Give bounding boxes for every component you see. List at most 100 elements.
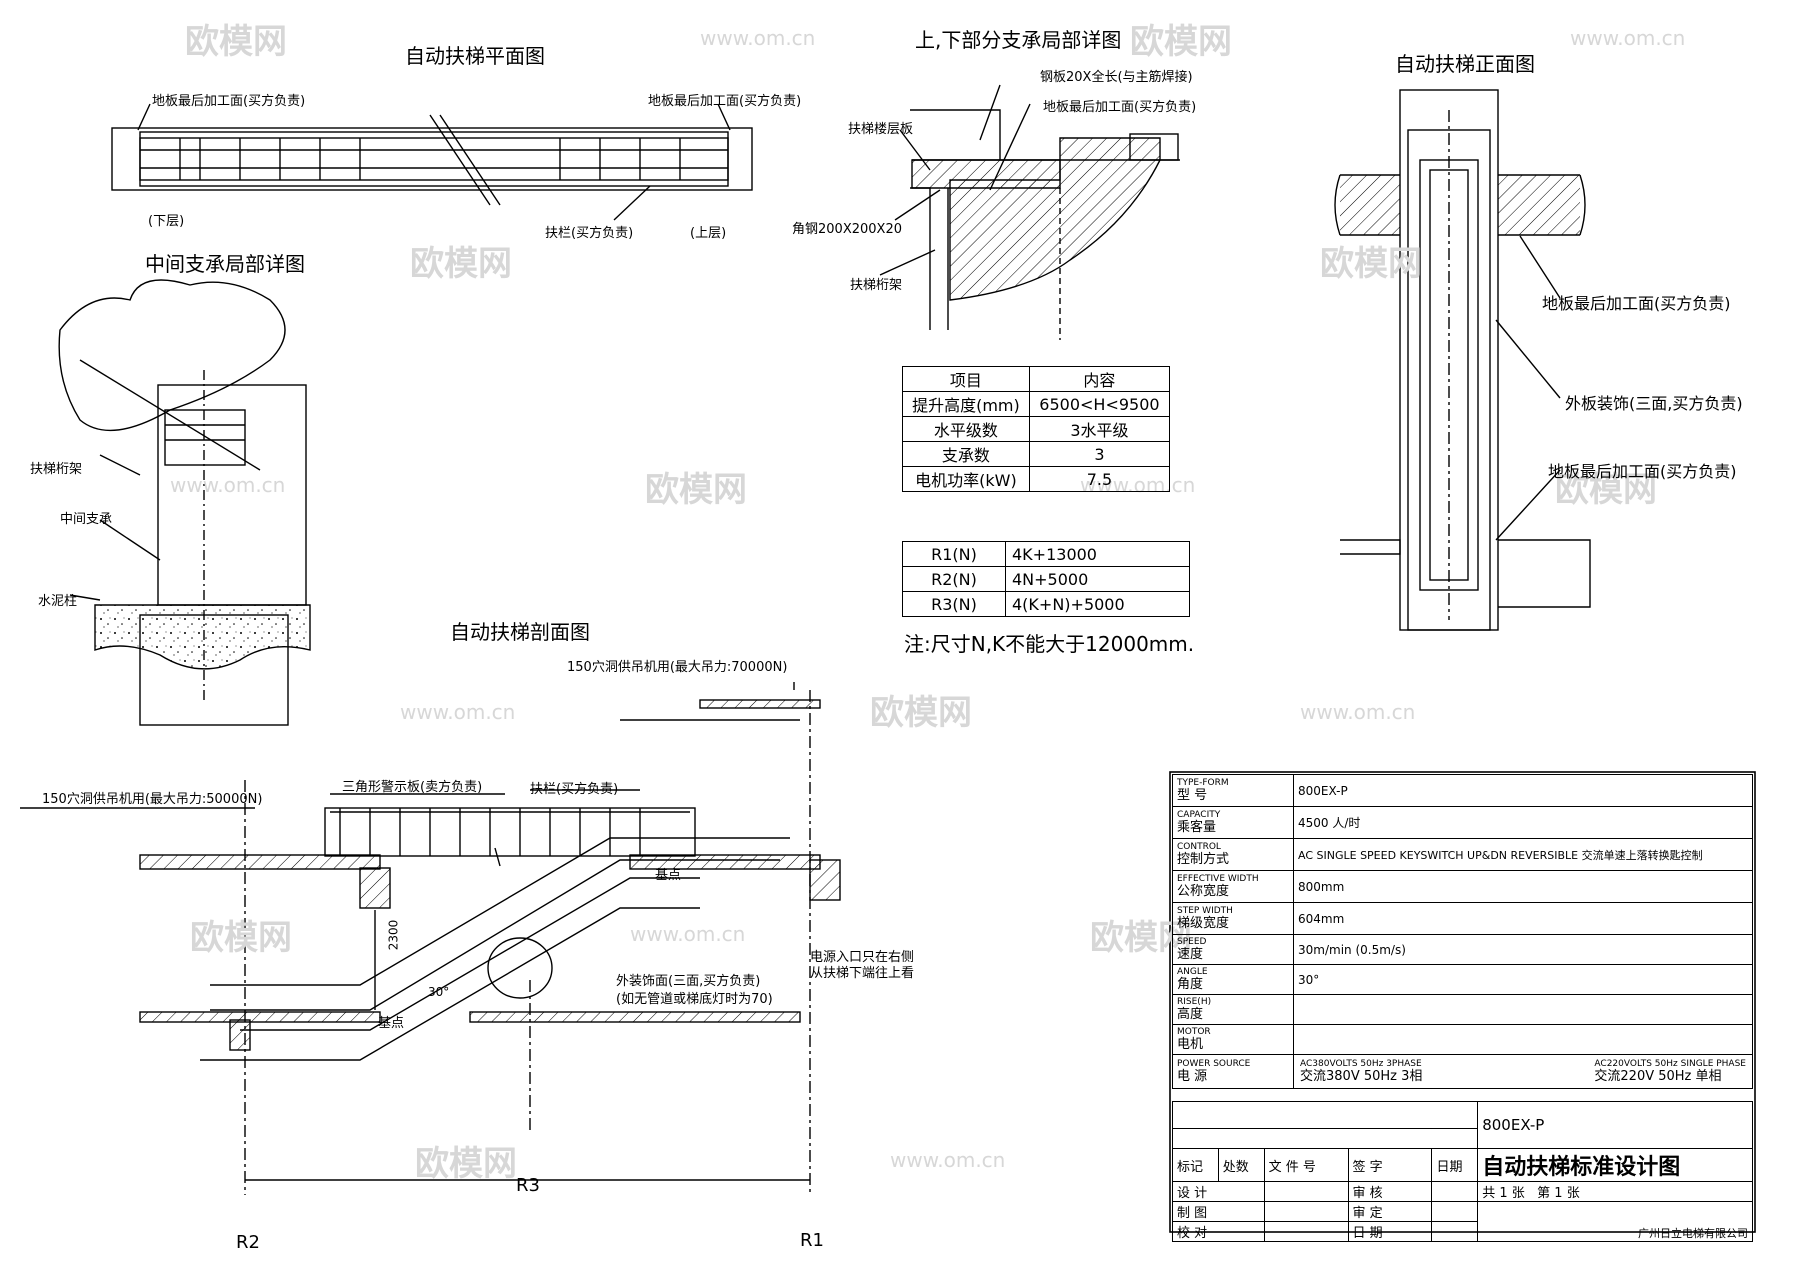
middle-support-detail [58,279,311,726]
tb-en-label: STEP WIDTH [1177,906,1233,916]
tb-cn-label: 角度 [1177,977,1204,992]
tb-en-label: TYPE-FORM [1177,778,1229,788]
reaction-r2-label: R2 [236,1232,260,1253]
tb-cn-label: 型 号 [1177,788,1208,803]
dimension-note: 注:尺寸N,K不能大于12000mm. [904,632,1195,656]
spec-cell: 电机功率(kW) [902,466,1030,492]
watermark-url: www.om.cn [170,473,286,497]
tb-en-label: ANGLE [1177,967,1208,977]
tb-sign-role: 制 图 [1172,1201,1265,1222]
tb-sheet-total: 共 1 张 [1482,1186,1525,1201]
tb-cn-label: 乘客量 [1177,820,1217,835]
front-view-title: 自动扶梯正面图 [1395,52,1535,76]
plan-view [111,103,753,221]
watermark-url: www.om.cn [1570,26,1686,50]
tb-en-label: POWER SOURCE [1177,1059,1251,1069]
reaction-cell: R2(N) [902,566,1006,592]
front-view [1334,89,1591,631]
watermark-url: www.om.cn [700,26,816,50]
tb-rev-header: 标记 [1172,1148,1219,1182]
tb-drawing-name: 自动扶梯标准设计图 [1477,1148,1753,1182]
plan-floor-label-left: 地板最后加工面(买方负责) [152,94,306,109]
spec-cell: 水平级数 [902,416,1030,442]
tb-en-label: EFFECTIVE WIDTH [1177,874,1259,884]
base-point-top-label: 基点 [655,868,682,883]
angle-30-label: 30° [428,985,450,999]
tb-rev-header: 日期 [1431,1148,1479,1182]
reaction-r1-label: R1 [800,1230,824,1251]
watermark-logo: 欧模网 [870,693,972,733]
reaction-r3-label: R3 [516,1175,540,1196]
tb-sign-role: 审 核 [1347,1181,1433,1202]
front-floor-label-1: 地板最后加工面(买方负责) [1542,294,1731,313]
tb-value [1293,1024,1753,1055]
front-outer-panel-label: 外板装饰(三面,买方负责) [1565,394,1743,413]
tb-power-right-cn: 交流220V 50Hz 单相 [1594,1069,1722,1084]
tb-cn-label: 梯级宽度 [1177,916,1230,931]
hoist-lower-label: 150穴洞供吊机用(最大吊力:50000N) [42,792,263,807]
tb-cn-label: 速度 [1177,947,1204,962]
support-truss-label: 扶梯桁架 [850,278,903,293]
tb-power-left-en: AC380VOLTS 50Hz 3PHASE [1300,1059,1422,1069]
tb-sign-role: 日 期 [1347,1221,1433,1242]
title-block-signoff: 800EX-P 标记 处数 文 件 号 签 字 日期 自动扶梯标准设计图 设 计… [1171,1101,1753,1242]
tb-value: 604mm [1293,902,1753,935]
spec-cell: 3 [1028,441,1171,467]
support-angle-steel-label: 角钢200X200X20 [792,222,902,237]
reaction-table: R1(N) 4K+13000 R2(N) 4N+5000 R3(N) 4(K+N… [902,541,1190,617]
tb-cn-label: 电 源 [1177,1069,1208,1084]
tb-sheet-count: 共 1 张 第 1 张 [1477,1181,1753,1202]
front-floor-label-2: 地板最后加工面(买方负责) [1548,462,1737,481]
tb-sign-role: 设 计 [1172,1181,1265,1202]
spec-cell: 7.5 [1028,466,1171,492]
section-view-title: 自动扶梯剖面图 [450,620,590,644]
dimension-2300: 2300 [386,919,401,951]
reaction-cell: R1(N) [902,541,1006,567]
spec-cell: 3水平级 [1028,416,1171,442]
tb-sign-role: 审 定 [1347,1201,1433,1222]
tb-value: 800mm [1293,870,1753,903]
power-entry-note-1: 电源入口只在右侧 [810,950,915,965]
tb-value: AC SINGLE SPEED KEYSWITCH UP&DN REVERSIB… [1293,838,1753,871]
tb-value: 800EX-P [1293,774,1753,807]
reaction-cell: 4K+13000 [1005,541,1190,567]
spec-cell: 支承数 [902,441,1030,467]
middle-support-label: 中间支承 [60,512,113,527]
middle-support-title: 中间支承局部详图 [145,252,305,276]
tb-value: 30m/min (0.5m/s) [1293,934,1753,965]
tb-cn-label: 控制方式 [1177,852,1230,867]
cladding-label-2: (如无管道或梯底灯时为70) [616,992,773,1007]
reaction-cell: R3(N) [902,591,1006,617]
watermark-url: www.om.cn [630,922,746,946]
section-view [20,682,841,1195]
tb-value: 30° [1293,964,1753,995]
reaction-cell: 4N+5000 [1005,566,1190,592]
power-entry-note-2: 从扶梯下端往上看 [810,966,915,981]
concrete-column-label: 水泥柱 [38,594,78,609]
tb-en-label: MOTOR [1177,1027,1211,1037]
middle-truss-label: 扶梯桁架 [30,462,83,477]
tb-en-label: CONTROL [1177,842,1221,852]
support-detail-title: 上,下部分支承局部详图 [915,28,1122,52]
watermark-logo: 欧模网 [415,1144,517,1184]
tb-value [1293,994,1753,1025]
plan-floor-label-right: 地板最后加工面(买方负责) [648,94,802,109]
tb-company: 广州日立电梯有限公司 [1477,1201,1753,1242]
spec-table: 项目 内容 提升高度(mm) 6500<H<9500 水平级数 3水平级 支承数… [902,366,1171,492]
watermark-url: www.om.cn [890,1148,1006,1172]
watermark-logo: 欧模网 [185,22,287,62]
watermark-logo: 欧模网 [1555,470,1657,510]
tb-value: 4500 人/时 [1293,806,1753,839]
support-steel-plate-label: 钢板20X全长(与主筋焊接) [1040,70,1193,85]
base-point-bottom-label: 基点 [378,1016,405,1031]
watermark-url: www.om.cn [1300,700,1416,724]
tb-cn-label: 高度 [1177,1007,1204,1022]
section-handrail-label: 扶栏(买方负责) [530,782,619,797]
plan-handrail-label: 扶栏(买方负责) [545,226,634,241]
tb-rev-header: 文 件 号 [1263,1148,1349,1182]
tb-en-label: CAPACITY [1177,810,1221,820]
plan-lower-label: (下层) [148,214,185,229]
plan-upper-label: (上层) [690,226,727,241]
